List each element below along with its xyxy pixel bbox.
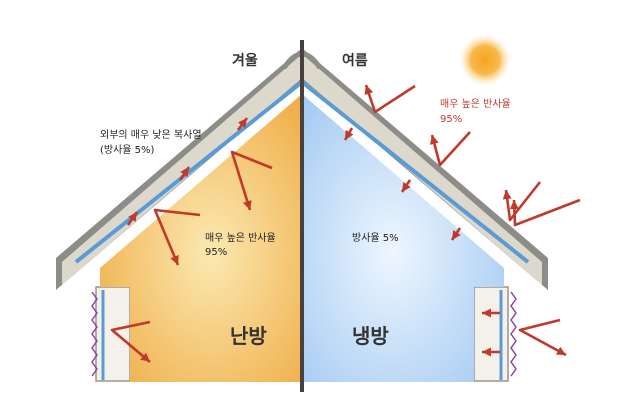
- sun-icon: [459, 34, 511, 86]
- heat-arrow-head-15: [482, 308, 491, 318]
- heat-arrow-head-8: [429, 135, 439, 145]
- winter-mode-label: 난방: [230, 324, 267, 348]
- left-wall: [95, 286, 131, 382]
- summer-interior: [302, 94, 504, 382]
- summer-label: 여름: [342, 53, 368, 69]
- winter-interior: [100, 94, 302, 382]
- summer-emissivity: 방사율 5%: [352, 233, 399, 244]
- summer-mode-label: 냉방: [352, 324, 389, 348]
- heat-arrow-11: [518, 318, 567, 357]
- heat-arrow-head-5: [170, 254, 179, 265]
- heat-arrow-5: [153, 208, 201, 266]
- heat-arrow-head-2: [180, 167, 189, 177]
- heat-arrow-head-1: [238, 118, 247, 128]
- heat-arrow-4: [230, 150, 273, 211]
- right-wall: [473, 286, 509, 382]
- heat-arrow-head-13: [402, 182, 411, 192]
- summer-reflectance-line1: 매우 높은 반사율: [440, 99, 511, 110]
- heat-arrow-6: [110, 320, 151, 363]
- arrows-group: [110, 84, 581, 363]
- winter-reflectance-line2: 95%: [205, 247, 228, 258]
- heat-arrow-head-16: [482, 347, 491, 357]
- winter-reflectance-line1: 매우 높은 반사율: [205, 233, 276, 244]
- left-wall-zigzag: [91, 291, 98, 377]
- heat-arrow-7: [364, 84, 416, 114]
- heat-arrow-head-7: [364, 85, 374, 95]
- heat-arrow-head-14: [452, 230, 461, 240]
- heat-arrow-head-11: [555, 346, 566, 355]
- right-wall-zigzag: [510, 291, 517, 377]
- heat-arrow-9: [504, 181, 542, 222]
- heat-arrow-head-10: [509, 200, 519, 210]
- heat-arrow-head-9: [502, 190, 512, 200]
- heat-arrow-head-3: [128, 212, 137, 222]
- heat-arrow-head-6: [140, 352, 150, 362]
- heat-arrow-head-4: [243, 200, 252, 210]
- heat-arrow-head-12: [345, 129, 354, 140]
- heat-arrow-8: [430, 131, 471, 167]
- summer-reflectance-line2: 95%: [440, 114, 463, 125]
- winter-outer-radiation-line2: (방사율 5%): [100, 145, 155, 156]
- winter-label: 겨울: [232, 53, 258, 69]
- winter-outer-radiation-line1: 외부의 매우 낮은 복사열: [100, 130, 202, 141]
